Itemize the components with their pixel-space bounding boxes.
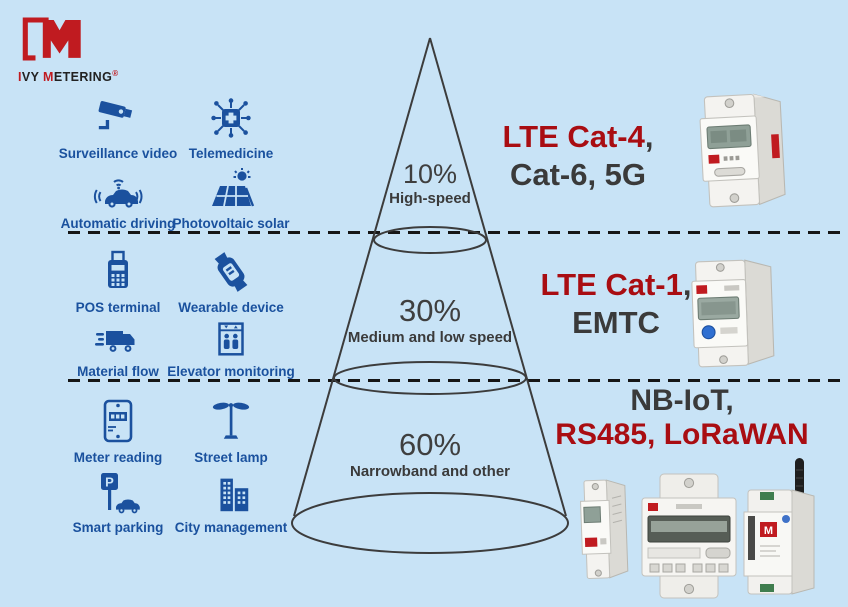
tier-1-percent: 10% xyxy=(402,159,458,189)
utility-meter-icon xyxy=(103,399,133,443)
tech-label-lte-cat4: LTE Cat-4, Cat-6, 5G xyxy=(502,119,654,192)
ivy-metering-logo: IVY METERING® xyxy=(18,14,138,84)
use-case-label: Material flow xyxy=(77,364,159,379)
telemedicine-icon xyxy=(211,98,251,138)
use-case-label: Elevator monitoring xyxy=(167,364,295,379)
tier-2-text: 30% Medium and low speed xyxy=(348,293,512,346)
use-case-automatic-driving: Automatic driving xyxy=(48,162,188,231)
use-case-city-management: City management xyxy=(161,466,301,535)
use-case-meter-reading: Meter reading xyxy=(48,396,188,465)
tech-label-nbiot: NB-IoT, RS485, LoRaWAN xyxy=(555,384,809,451)
use-case-label: Meter reading xyxy=(73,450,163,465)
use-case-surveillance-video: Surveillance video xyxy=(48,92,188,161)
use-case-label: Telemedicine xyxy=(188,146,274,161)
svg-text:M: M xyxy=(764,525,773,537)
use-case-pos-terminal: POS terminal xyxy=(48,246,188,315)
use-case-label: POS terminal xyxy=(75,300,161,315)
tier-2-percent: 30% xyxy=(398,293,462,328)
pos-terminal-icon xyxy=(108,250,128,288)
tier-3-text: 60% Narrowband and other xyxy=(350,427,510,480)
use-case-photovoltaic-solar: Photovoltaic solar xyxy=(161,162,301,231)
tier-2-label: Medium and low speed xyxy=(347,329,513,346)
solar-panel-icon xyxy=(212,168,255,207)
use-case-elevator-monitoring: Elevator monitoring xyxy=(161,310,301,379)
use-case-label: Smart parking xyxy=(72,520,164,535)
product-single-phase-din-rail-meter-cat1 xyxy=(691,259,775,368)
smartwatch-icon xyxy=(214,252,248,292)
cctv-camera-icon xyxy=(98,101,133,130)
tier-3-percent: 60% xyxy=(398,427,462,462)
use-case-label: Street lamp xyxy=(194,450,268,465)
ivy-metering-logo-text: IVY METERING® xyxy=(18,69,119,85)
elevator-icon xyxy=(218,322,244,356)
product-single-phase-din-rail-meter xyxy=(699,93,786,208)
tech-label-lte-cat1: LTE Cat-1, EMTC xyxy=(540,267,692,340)
use-case-label: City management xyxy=(174,520,288,535)
product-three-phase-din-rail-meter xyxy=(641,473,737,599)
divider-dashed-line-2 xyxy=(68,379,846,382)
use-case-label: Wearable device xyxy=(178,300,284,315)
pyramid-cone xyxy=(291,37,569,554)
use-case-wearable-device: Wearable device xyxy=(161,246,301,315)
tier-1-label: High-speed xyxy=(389,190,471,207)
use-case-material-flow: Material flow xyxy=(48,310,188,379)
parking-sign-car-icon: P xyxy=(101,473,140,514)
autonomous-car-icon xyxy=(93,179,143,208)
use-case-smart-parking: P Smart parking xyxy=(48,466,188,535)
divider-dashed-line-1 xyxy=(68,231,846,234)
street-lamp-icon xyxy=(212,402,250,439)
product-slim-din-rail-meter xyxy=(580,479,629,579)
tier-3-label: Narrowband and other xyxy=(349,463,511,480)
city-buildings-icon xyxy=(220,478,249,512)
use-case-label: Surveillance video xyxy=(58,146,178,161)
svg-text:P: P xyxy=(105,475,114,490)
tier-1-text: 10% High-speed xyxy=(389,159,471,207)
product-wireless-meter-with-antenna: M xyxy=(743,458,815,595)
use-case-label: Photovoltaic solar xyxy=(172,216,290,231)
use-case-street-lamp: Street lamp xyxy=(161,396,301,465)
delivery-truck-icon xyxy=(95,331,135,352)
ivy-metering-logo-mark xyxy=(22,17,81,61)
use-case-label: Automatic driving xyxy=(60,216,176,231)
use-case-telemedicine: Telemedicine xyxy=(161,92,301,161)
